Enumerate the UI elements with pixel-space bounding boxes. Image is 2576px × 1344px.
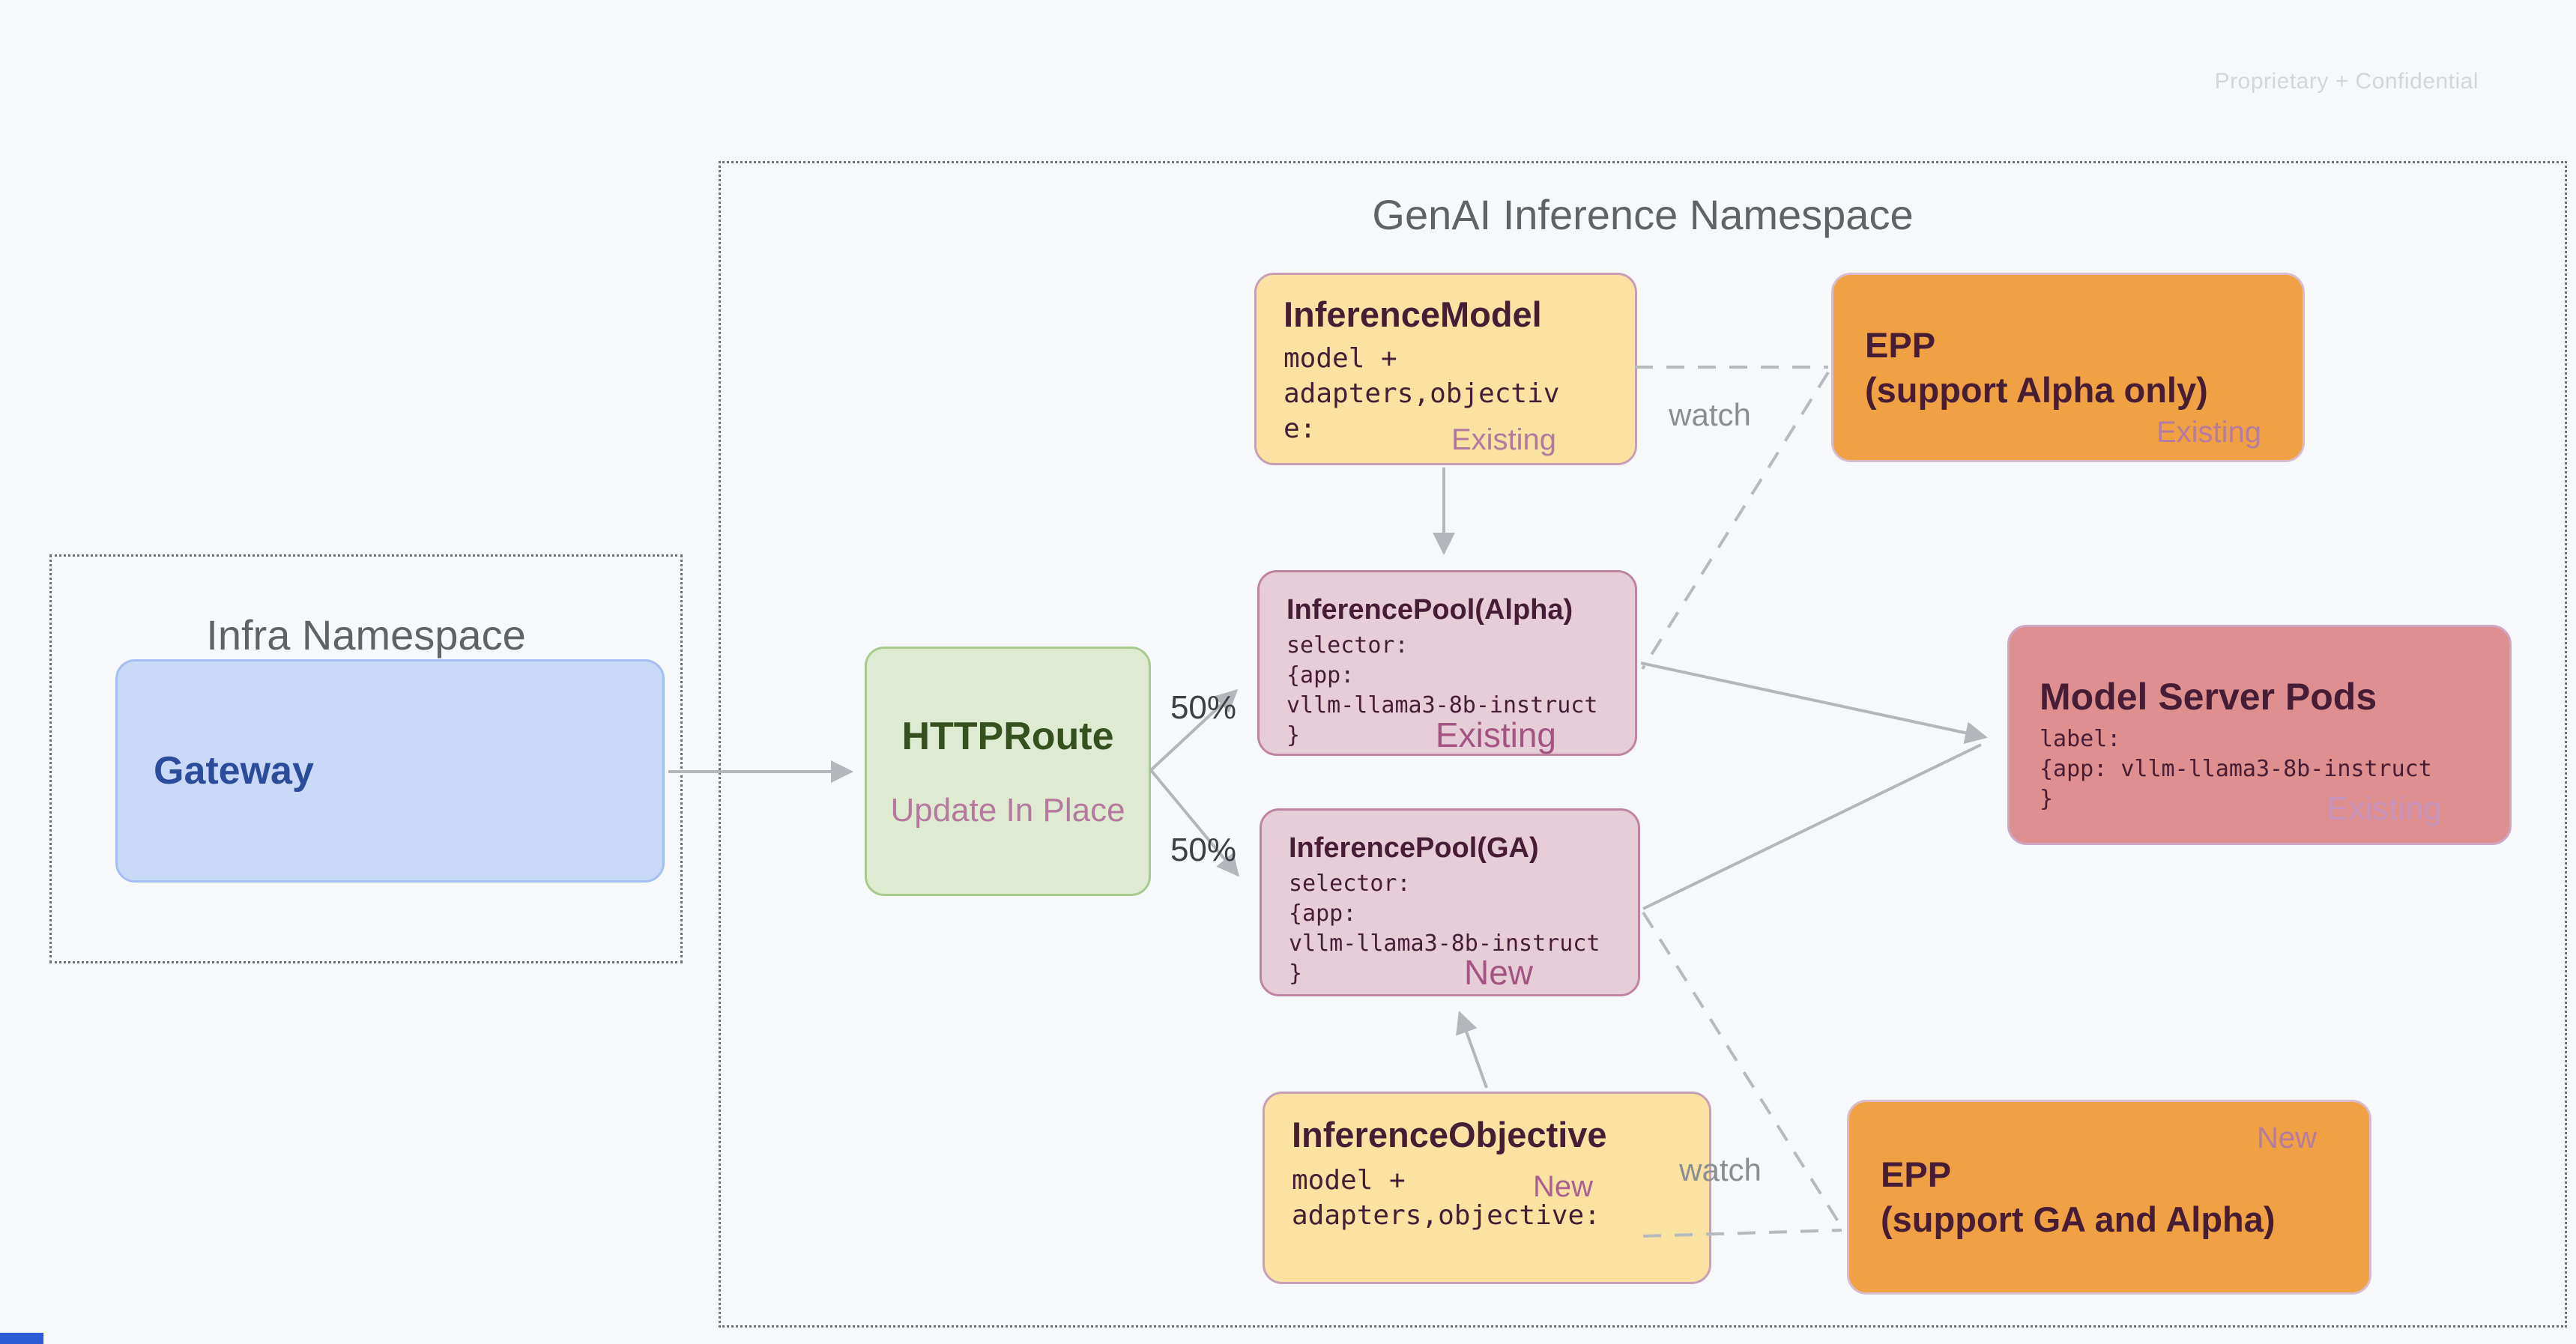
inference-pool-alpha-title: InferencePool(Alpha) [1287,594,1573,626]
bottom-left-accent-bar [0,1333,43,1344]
inference-pool-ga-box: InferencePool(GA) selector: {app: vllm-l… [1260,808,1640,996]
inference-pool-ga-status-badge: New [1463,953,1533,992]
epp-ga-box: EPP (support GA and Alpha) New [1847,1100,2371,1295]
inference-model-status-badge: Existing [1451,423,1556,456]
model-server-pods-box: Model Server Pods label: {app: vllm-llam… [2007,625,2512,845]
gateway-box: Gateway [115,659,665,883]
inference-objective-body: model + adapters,objective: [1292,1165,1600,1231]
httproute-box: HTTPRoute Update In Place [865,647,1151,896]
gateway-title: Gateway [154,749,314,793]
inference-model-box: InferenceModel model + adapters,objectiv… [1254,273,1637,465]
watch-top-label: watch [1669,397,1751,432]
epp-alpha-title: EPP (support Alpha only) [1865,324,2208,410]
split-percent-bottom-label: 50% [1170,832,1237,868]
inference-pool-alpha-status-badge: Existing [1435,715,1556,754]
epp-ga-status-badge: New [2256,1121,2317,1154]
inference-pool-alpha-box: InferencePool(Alpha) selector: {app: vll… [1257,570,1637,756]
model-server-pods-title: Model Server Pods [2040,676,2377,718]
genai-namespace-title: GenAI Inference Namespace [1372,191,1914,238]
watch-bottom-label: watch [1679,1152,1762,1187]
epp-alpha-status-badge: Existing [2156,416,2261,449]
inference-model-title: InferenceModel [1284,294,1542,334]
model-server-pods-body: label: {app: vllm-llama3-8b-instruct } [2040,726,2432,812]
inference-objective-status-badge: New [1533,1170,1594,1203]
inference-objective-box: InferenceObjective model + adapters,obje… [1263,1092,1711,1284]
httproute-subtitle: Update In Place [890,791,1125,829]
epp-ga-title: EPP (support GA and Alpha) [1881,1154,2276,1239]
inference-objective-title: InferenceObjective [1292,1115,1607,1154]
split-percent-top-label: 50% [1170,689,1237,726]
inference-pool-ga-title: InferencePool(GA) [1289,832,1539,864]
httproute-title: HTTPRoute [901,714,1114,758]
epp-alpha-box: EPP (support Alpha only) Existing [1831,273,2305,462]
inference-pool-alpha-body: selector: {app: vllm-llama3-8b-instruct … [1287,632,1598,748]
genai-namespace-container: GenAI Inference Namespace [719,161,2567,1328]
inference-pool-ga-body: selector: {app: vllm-llama3-8b-instruct … [1289,871,1600,987]
model-server-pods-status-badge: Existing [2326,790,2442,827]
inference-model-body: model + adapters,objectiv e: [1284,343,1560,444]
watermark: Proprietary + Confidential [2214,69,2479,94]
infra-namespace-title: Infra Namespace [206,611,526,659]
infra-namespace-container: Infra Namespace [49,554,683,963]
